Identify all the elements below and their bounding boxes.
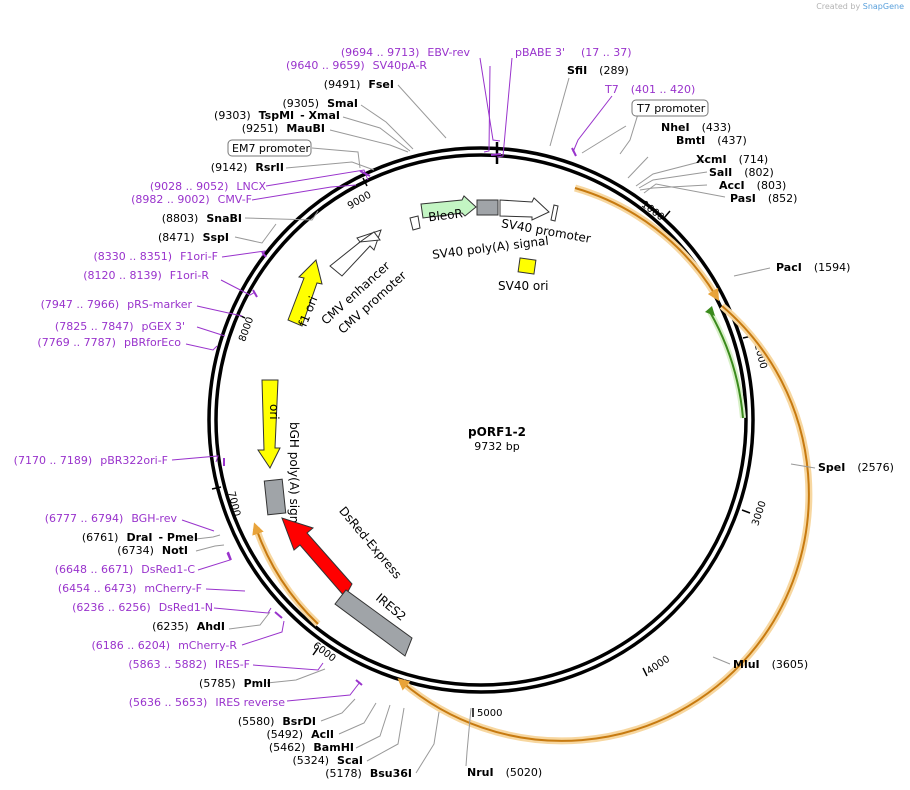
primer-F1ori-R: (8120 .. 8139)F1ori-R [83, 269, 209, 282]
enzyme-MauBI: (9251)MauBI [242, 122, 325, 135]
tick-label-8000: 8000 [237, 316, 256, 344]
bleor-arrow [420, 195, 477, 219]
enzyme-SspI: (8471)SspI [158, 231, 229, 244]
dsred-arrow [281, 517, 353, 598]
enzyme-FseI: (9491)FseI [324, 78, 394, 91]
primer-F1ori-F: (8330 .. 8351)F1ori-F [94, 250, 219, 263]
t7-promoter-box: T7 promoter [631, 99, 709, 117]
orf-arc-1 [574, 187, 720, 302]
enzyme-BamHI: (5462)BamHI [269, 741, 354, 754]
orf-arc-2 [397, 305, 810, 742]
enzyme-SmaI: (9305)SmaI [283, 97, 358, 110]
primer-leader-lines [171, 57, 613, 702]
plasmid-size: 9732 bp [474, 440, 519, 453]
primer-LNCX: (9028 .. 9052)LNCX [150, 180, 267, 193]
primer-mCherry-F: (6454 .. 6473)mCherry-F [58, 582, 202, 595]
sv40-polya-label: SV40 poly(A) signal [431, 234, 549, 262]
primer-SV40pA-R: (9640 .. 9659)SV40pA-R [286, 59, 427, 72]
primer-DsRed1-N: (6236 .. 6256)DsRed1-N [72, 601, 213, 614]
snapgene-logo: SnapGene [862, 2, 904, 11]
primer-T7: T7(401 .. 420) [604, 83, 695, 96]
primer-pBRforEco: (7769 .. 7787)pBRforEco [37, 336, 181, 349]
tick-label-5000: 5000 [477, 708, 502, 719]
primer-IRES-F: (5863 .. 5882)IRES-F [128, 658, 250, 671]
tick-label-9000: 9000 [346, 190, 374, 212]
primer-pRS-marker: (7947 .. 7966)pRS-marker [41, 298, 193, 311]
enzyme-XcmI: XcmI(714) [696, 153, 768, 166]
sv40-ori-label: SV40 ori [498, 279, 549, 293]
orf-green-head [705, 306, 715, 316]
bgh-polya-box [263, 478, 287, 516]
primer-IRES-reverse: (5636 .. 5653)IRES reverse [129, 696, 285, 709]
enzyme-AccI: AccI(803) [719, 179, 786, 192]
tick-6000 [312, 647, 319, 656]
cmv-promoter-arrow [358, 231, 381, 243]
backbone-outer [207, 146, 755, 694]
primer-EBV-rev: (9694 .. 9713)EBV-rev [341, 46, 471, 59]
primer-mCherry-R: (6186 .. 6204)mCherry-R [92, 639, 238, 652]
tick-7000 [211, 486, 222, 490]
tick-label-4000: 4000 [645, 654, 672, 677]
bleor-label: BleoR [427, 206, 463, 224]
primer-pBR322ori-F: (7170 .. 7189)pBR322ori-F [14, 454, 168, 467]
enzyme-NruI: NruI(5020) [467, 766, 542, 779]
enzyme-Bsu36I: (5178)Bsu36I [325, 767, 412, 780]
enzyme-AhdI: (6235)AhdI [152, 620, 225, 633]
tick-4000 [642, 667, 648, 677]
enzyme-ScaI: (5324)ScaI [292, 754, 363, 767]
enzyme-SnaBI: (8803)SnaBI [162, 212, 242, 225]
f1-ori-arrow [287, 259, 323, 327]
bgh-polya-label: bGH poly(A) signal [287, 422, 301, 534]
enzyme-MluI: MluI(3605) [733, 658, 808, 671]
dsred-label: DsRed-Express [336, 504, 404, 582]
enzyme-RsrII: (9142)RsrII [211, 161, 284, 174]
primer-DsRed1-C: (6648 .. 6671)DsRed1-C [55, 563, 196, 576]
primer-BGH-rev: (6777 .. 6794)BGH-rev [45, 512, 178, 525]
tick-marks [211, 177, 753, 717]
orf-green [709, 311, 744, 419]
tick-9000 [362, 177, 368, 187]
enzyme-AclI: (5492)AclI [267, 728, 334, 741]
enzyme-BsrDI: (5580)BsrDI [238, 715, 316, 728]
enzyme-NheI: NheI(433) [661, 121, 731, 134]
plasmid-name: pORF1-2 [468, 425, 526, 439]
em7-promoter-box: EM7 promoter [227, 139, 312, 157]
em7-feature [409, 215, 421, 231]
enzyme-SalI: SalI(802) [709, 166, 774, 179]
enzyme-BmtI: BmtI(437) [676, 134, 747, 147]
tick-1000 [663, 210, 671, 219]
enzyme-PacI: PacI(1594) [776, 261, 850, 274]
enzyme-TspMI: (9303)TspMI- XmaI [214, 109, 340, 122]
enzyme-DraI: (6761)DraI- PmeI [82, 531, 198, 544]
enzyme-PasI: PasI(852) [730, 192, 797, 205]
sv40-small-feature [550, 204, 559, 222]
snapgene-credit: Created by SnapGene [816, 2, 904, 11]
enzyme-NotI: (6734)NotI [117, 544, 188, 557]
primer-pGEX3: (7825 .. 7847)pGEX 3' [55, 320, 185, 333]
tick-3000 [741, 509, 751, 514]
orf-arc-3 [252, 522, 319, 625]
enzyme-PmlI: (5785)PmlI [199, 677, 271, 690]
ori-label: ori [267, 404, 281, 420]
primer-range-17-37: (17 .. 37) [581, 46, 632, 59]
enzyme-SfiI: SfiI(289) [567, 64, 629, 77]
enzyme-SpeI: SpeI(2576) [818, 461, 894, 474]
ires2-box [334, 589, 413, 657]
primer-marks [223, 147, 577, 686]
tick-label-7000: 7000 [225, 490, 242, 517]
sv40-promoter-arrow [499, 197, 550, 221]
backbone-inner [214, 153, 748, 687]
primer-CMV-F: (8982 .. 9002)CMV-F [131, 193, 252, 206]
em7-promoter-label: EM7 promoter [232, 142, 310, 155]
primer-pBABE3: pBABE 3' [515, 46, 565, 59]
tick-label-3000: 3000 [750, 500, 768, 528]
sv40-ori-box [517, 257, 537, 275]
sv40-polya-box [476, 199, 499, 216]
ori-arrow [257, 379, 281, 469]
t7-promoter-label: T7 promoter [636, 102, 706, 115]
